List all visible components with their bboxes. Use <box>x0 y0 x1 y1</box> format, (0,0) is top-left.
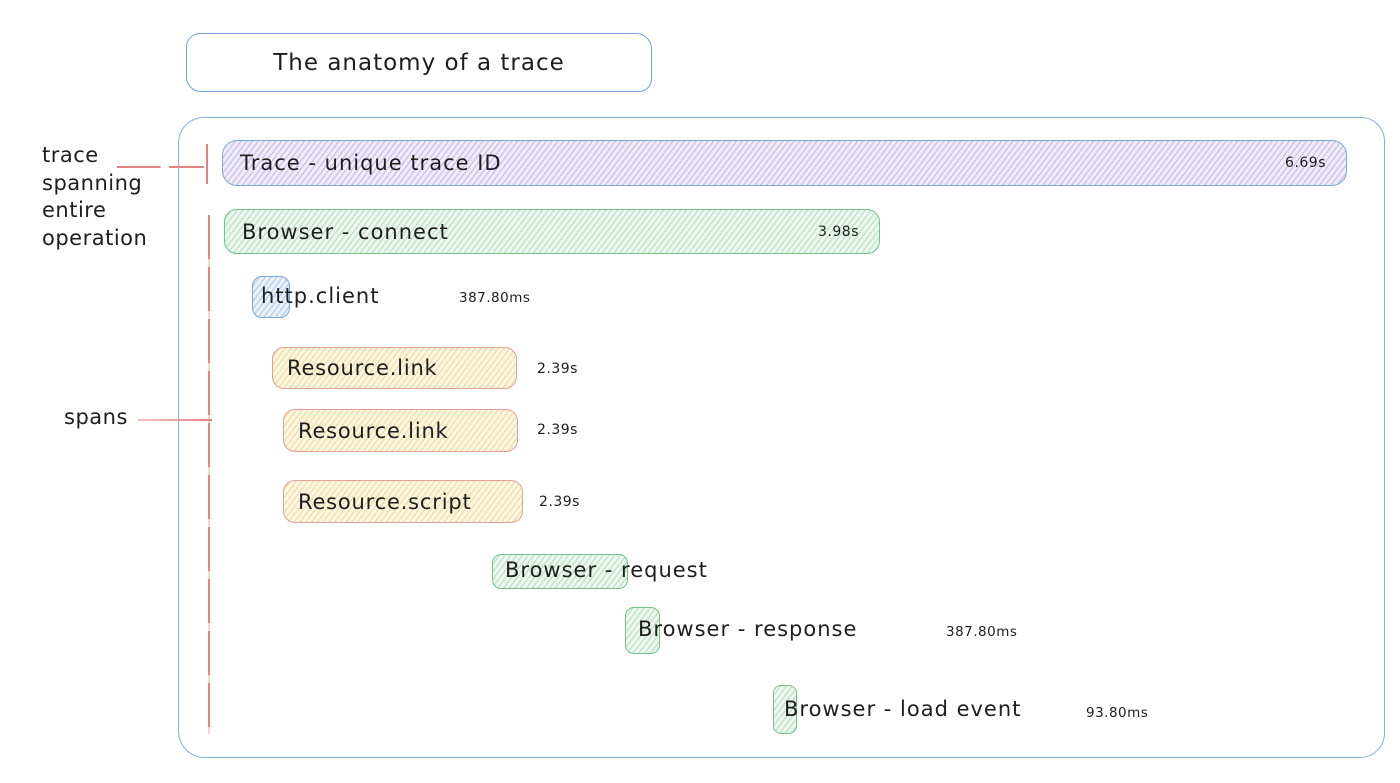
resource-script-duration: 2.39s <box>539 494 580 510</box>
trace-annotation-line: operation <box>42 225 148 250</box>
trace-span-label: Trace - unique trace ID <box>240 151 502 175</box>
resource-link-duration: 2.39s <box>537 422 578 438</box>
trace-outer-container <box>178 117 1385 758</box>
browser-connect-span-bar: Browser - connect 3.98s <box>224 209 880 254</box>
trace-pointer-tick <box>206 144 208 184</box>
trace-span-duration: 6.69s <box>1285 155 1326 171</box>
spans-pointer-line <box>138 419 212 421</box>
resource-link-label: Resource.link <box>287 356 438 380</box>
http-client-duration: 387.80ms <box>459 290 531 306</box>
browser-request-span-box <box>492 554 628 589</box>
browser-load-event-span-box <box>773 685 797 734</box>
browser-response-span-box <box>625 607 660 654</box>
resource-script-label: Resource.script <box>298 489 472 514</box>
browser-request-label: Browser - request <box>505 558 708 582</box>
browser-response-label: Browser - response <box>638 617 858 641</box>
trace-annotation: trace spanning entire operation <box>42 142 147 252</box>
browser-response-duration: 387.80ms <box>946 624 1018 640</box>
http-client-label: http.client <box>261 284 380 308</box>
resource-link-span-box: Resource.link <box>272 347 517 389</box>
browser-connect-duration: 3.98s <box>818 223 859 240</box>
trace-annotation-line: spanning <box>42 170 143 195</box>
http-client-span-box <box>252 276 290 318</box>
spans-bracket-line <box>208 215 210 734</box>
browser-load-event-label: Browser - load event <box>784 697 1022 721</box>
browser-connect-label: Browser - connect <box>242 219 449 244</box>
resource-link-duration: 2.39s <box>537 361 578 377</box>
spans-annotation: spans <box>64 405 128 429</box>
browser-load-event-duration: 93.80ms <box>1086 705 1149 721</box>
resource-script-span-box: Resource.script <box>283 480 523 523</box>
trace-span-bar: Trace - unique trace ID 6.69s <box>222 140 1347 186</box>
trace-annotation-line: trace <box>42 143 99 167</box>
diagram-title: The anatomy of a trace <box>273 49 565 76</box>
trace-annotation-line: entire <box>42 198 107 222</box>
trace-pointer-line <box>117 166 204 168</box>
resource-link-label: Resource.link <box>298 418 449 443</box>
resource-link-span-box: Resource.link <box>283 409 518 452</box>
diagram-title-box: The anatomy of a trace <box>186 33 652 92</box>
